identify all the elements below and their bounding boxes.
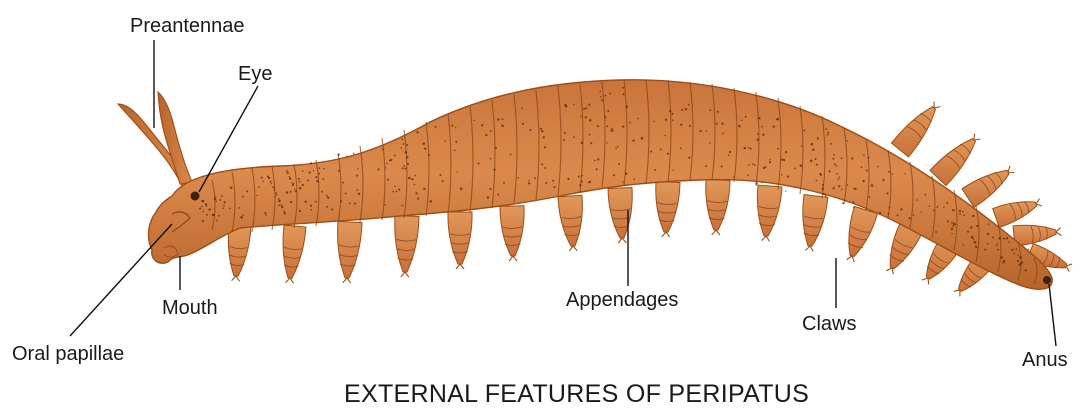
appendage [558, 195, 582, 251]
eye-dot [191, 192, 200, 201]
appendage [338, 221, 362, 283]
appendage [803, 195, 828, 252]
appendage [500, 206, 524, 261]
label-appendages: Appendages [566, 289, 678, 311]
appendage [283, 225, 306, 283]
diagram-title: EXTERNAL FEATURES OF PERIPATUS [344, 380, 809, 408]
appendage [395, 216, 419, 278]
appendage [993, 199, 1042, 228]
preantennae-shape [118, 92, 194, 186]
appendage [930, 134, 980, 186]
appendage [656, 182, 680, 238]
anus-dot [1043, 276, 1051, 284]
label-anus: Anus [1022, 349, 1068, 371]
appendage [228, 225, 251, 281]
appendage [448, 212, 472, 269]
label-claws: Claws [802, 313, 856, 335]
label-mouth: Mouth [162, 297, 218, 319]
label-preantennae: Preantennae [130, 15, 245, 37]
appendage [757, 185, 782, 241]
appendage [891, 102, 940, 157]
label-oral-papillae: Oral papillae [12, 343, 124, 365]
appendage [962, 166, 1014, 207]
appendage [706, 180, 730, 236]
appendage [847, 207, 878, 262]
label-eye: Eye [238, 63, 272, 85]
appendage [1013, 225, 1061, 246]
